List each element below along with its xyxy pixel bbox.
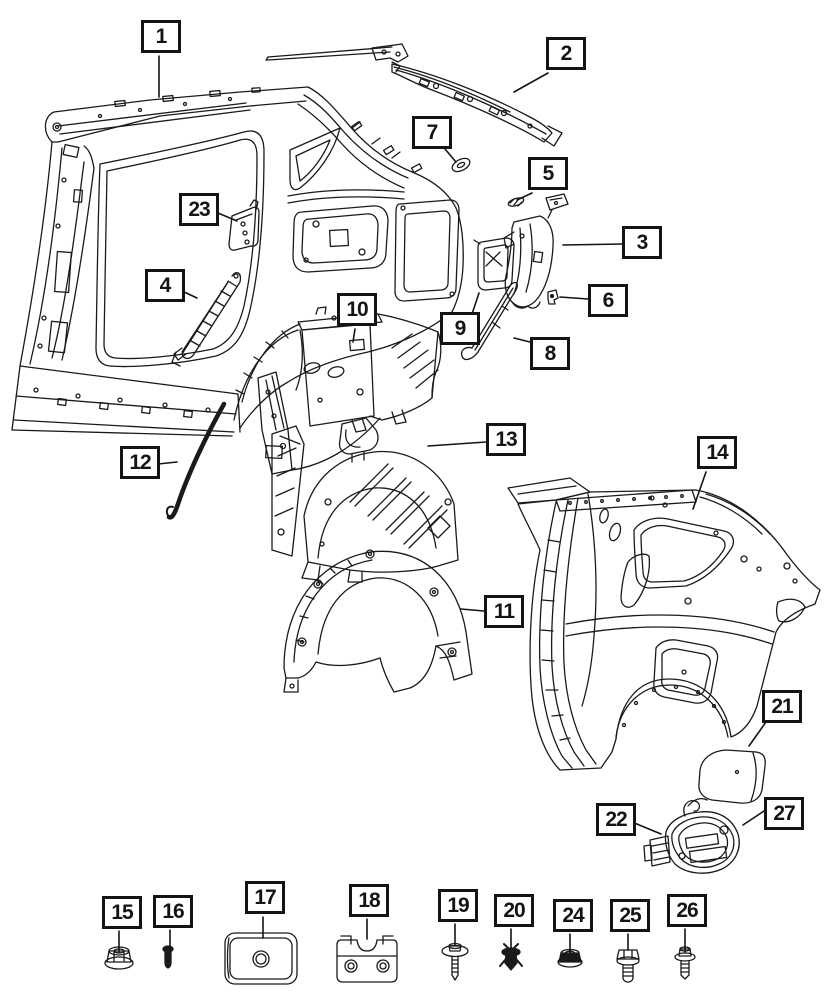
fastener-25-bolt-drawing [616,949,640,983]
callout-20[interactable]: 20 [494,894,534,927]
callout-3[interactable]: 3 [622,226,662,259]
callout-16[interactable]: 16 [153,895,193,928]
leader-line-6 [559,296,589,300]
callout-27[interactable]: 27 [764,797,804,830]
part-11-splash-shield-drawing [283,549,473,693]
part-1-bodyside-panel-drawing [11,86,464,437]
callout-25[interactable]: 25 [610,899,650,932]
leader-line-2 [513,72,549,93]
part-7-grommet-drawing [451,157,471,173]
callout-15[interactable]: 15 [102,896,142,929]
fastener-24-nut-drawing [557,948,583,968]
callout-2[interactable]: 2 [546,37,586,70]
fastener-17-plate-drawing [224,932,298,985]
callout-24[interactable]: 24 [553,899,593,932]
leader-line-14 [692,471,707,510]
part-21-fuel-door-drawing [698,749,766,804]
leader-line-27 [742,810,765,826]
callout-6[interactable]: 6 [588,284,628,317]
leader-line-7 [444,148,457,163]
callout-17[interactable]: 17 [245,881,285,914]
callout-23[interactable]: 23 [179,193,219,226]
part-6-clip-drawing [547,289,559,305]
part-10-wheelhouse-inner-drawing [257,303,442,475]
leader-line-3 [562,243,623,246]
leader-line-12 [157,461,178,465]
part-4-reinforcement-drawing [171,271,242,367]
callout-19[interactable]: 19 [438,889,478,922]
part-14-quarter-panel-drawing [507,477,821,771]
callout-14[interactable]: 14 [697,436,737,469]
leader-line-11 [460,608,485,612]
leader-line-21 [748,721,767,747]
callout-13[interactable]: 13 [486,423,526,456]
callout-8[interactable]: 8 [530,337,570,370]
fastener-15-nut-drawing [104,946,134,970]
part-2-roof-rail-drawing [265,43,563,147]
part-13-wheelhouse-outer-drawing [271,417,459,583]
callout-22[interactable]: 22 [596,803,636,836]
callout-10[interactable]: 10 [337,293,377,326]
leader-line-8 [513,337,531,343]
leader-lines [118,55,767,954]
leader-line-23 [217,212,238,222]
callout-26[interactable]: 26 [667,894,707,927]
part-12-weatherstrip-drawing [165,401,227,520]
fastener-16-pin-drawing [162,945,174,969]
leader-line-10 [352,328,356,343]
part-9-bracket-drawing [473,237,515,291]
leader-line-13 [427,441,487,447]
leader-line-22 [631,821,662,835]
fastener-19-screw-drawing [441,942,469,981]
callout-9[interactable]: 9 [440,312,480,345]
fastener-26-screw-drawing [674,946,696,980]
fastener-18-bracket-drawing [336,935,398,983]
callout-4[interactable]: 4 [145,269,185,302]
callout-1[interactable]: 1 [141,20,181,53]
part-5-clip-drawing [507,197,525,207]
callout-21[interactable]: 21 [762,690,802,723]
leader-line-5 [516,192,533,201]
callout-12[interactable]: 12 [120,446,160,479]
callout-11[interactable]: 11 [484,595,524,628]
callout-5[interactable]: 5 [528,157,568,190]
part-23-bracket-drawing [228,199,260,251]
callout-18[interactable]: 18 [349,884,389,917]
callout-7[interactable]: 7 [412,116,452,149]
part-22-fuel-housing-drawing [643,798,740,874]
leader-line-9 [471,292,480,315]
